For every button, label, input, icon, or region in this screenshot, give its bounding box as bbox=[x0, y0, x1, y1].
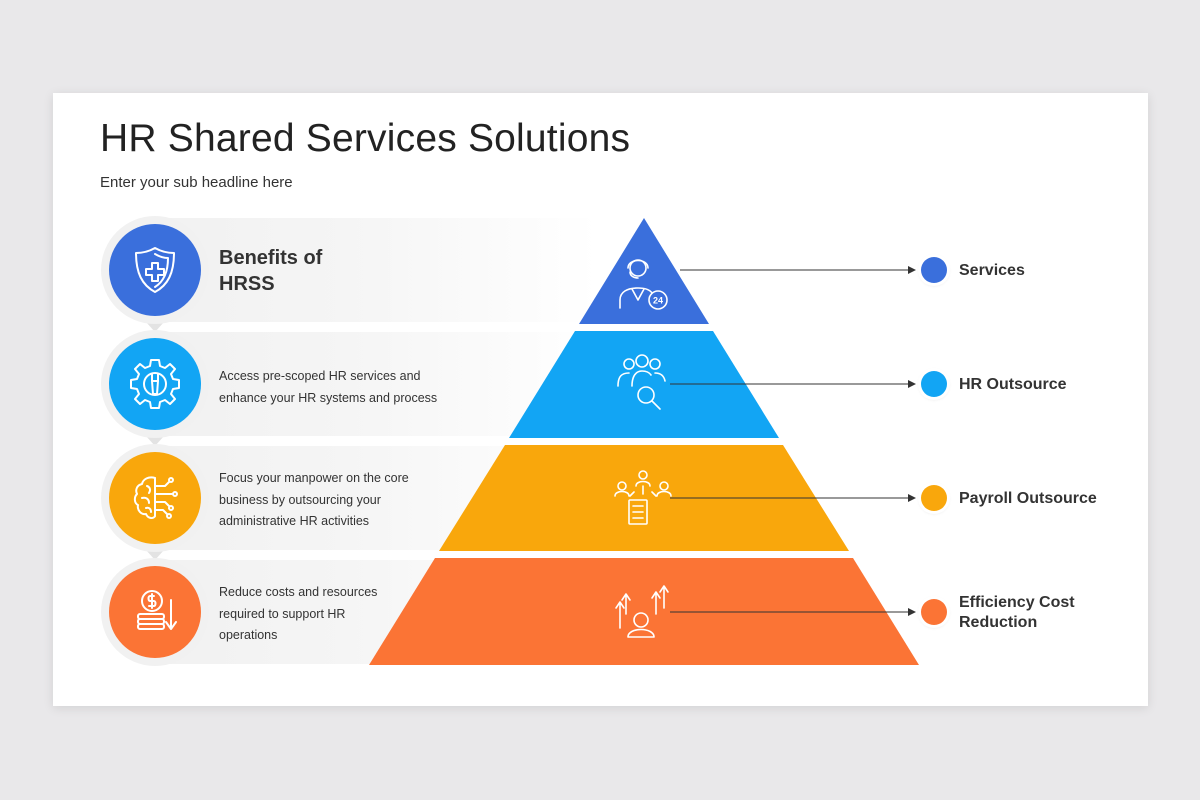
benefit-text-3: Reduce costs and resources required to s… bbox=[219, 585, 378, 642]
benefit-text-2: Focus your manpower on the core business… bbox=[219, 471, 409, 528]
brain-circuit-icon bbox=[109, 452, 201, 544]
row-pointer bbox=[146, 436, 164, 446]
pyramid-level-4 bbox=[369, 558, 919, 665]
label-efficiency-cost-reduction: Efficiency Cost Reduction bbox=[959, 594, 1075, 631]
support-agent-24-icon bbox=[619, 259, 668, 310]
benefit-text-1: Access pre-scoped HR services and enhanc… bbox=[219, 369, 438, 405]
legend-dot-efficiency bbox=[921, 599, 947, 625]
team-search-icon bbox=[617, 354, 666, 410]
label-payroll-outsource: Payroll Outsource bbox=[959, 490, 1097, 507]
shield-plus-icon bbox=[109, 224, 201, 316]
pyramid-level-1 bbox=[579, 218, 709, 324]
badge-24: 24 bbox=[653, 296, 663, 306]
label-hr-outsource: HR Outsource bbox=[959, 376, 1067, 393]
row-pointer bbox=[146, 322, 164, 332]
coins-down-arrow-icon bbox=[109, 566, 201, 658]
legend-dot-hr-outsource bbox=[921, 371, 947, 397]
benefits-header-row bbox=[148, 218, 598, 322]
label-services: Services bbox=[959, 262, 1025, 279]
slide-subtitle: Enter your sub headline here bbox=[100, 174, 293, 191]
person-growth-arrows-icon bbox=[615, 585, 669, 638]
pyramid-level-2 bbox=[509, 331, 779, 438]
legend-dot-payroll bbox=[921, 485, 947, 511]
legend-dot-services bbox=[921, 257, 947, 283]
gear-wrench-icon bbox=[109, 338, 201, 430]
slide-title: HR Shared Services Solutions bbox=[100, 117, 631, 160]
pyramid-level-3 bbox=[439, 445, 849, 551]
benefits-heading: Benefits of HRSS bbox=[219, 247, 323, 295]
row-pointer bbox=[146, 550, 164, 560]
office-people-icon bbox=[614, 470, 672, 525]
